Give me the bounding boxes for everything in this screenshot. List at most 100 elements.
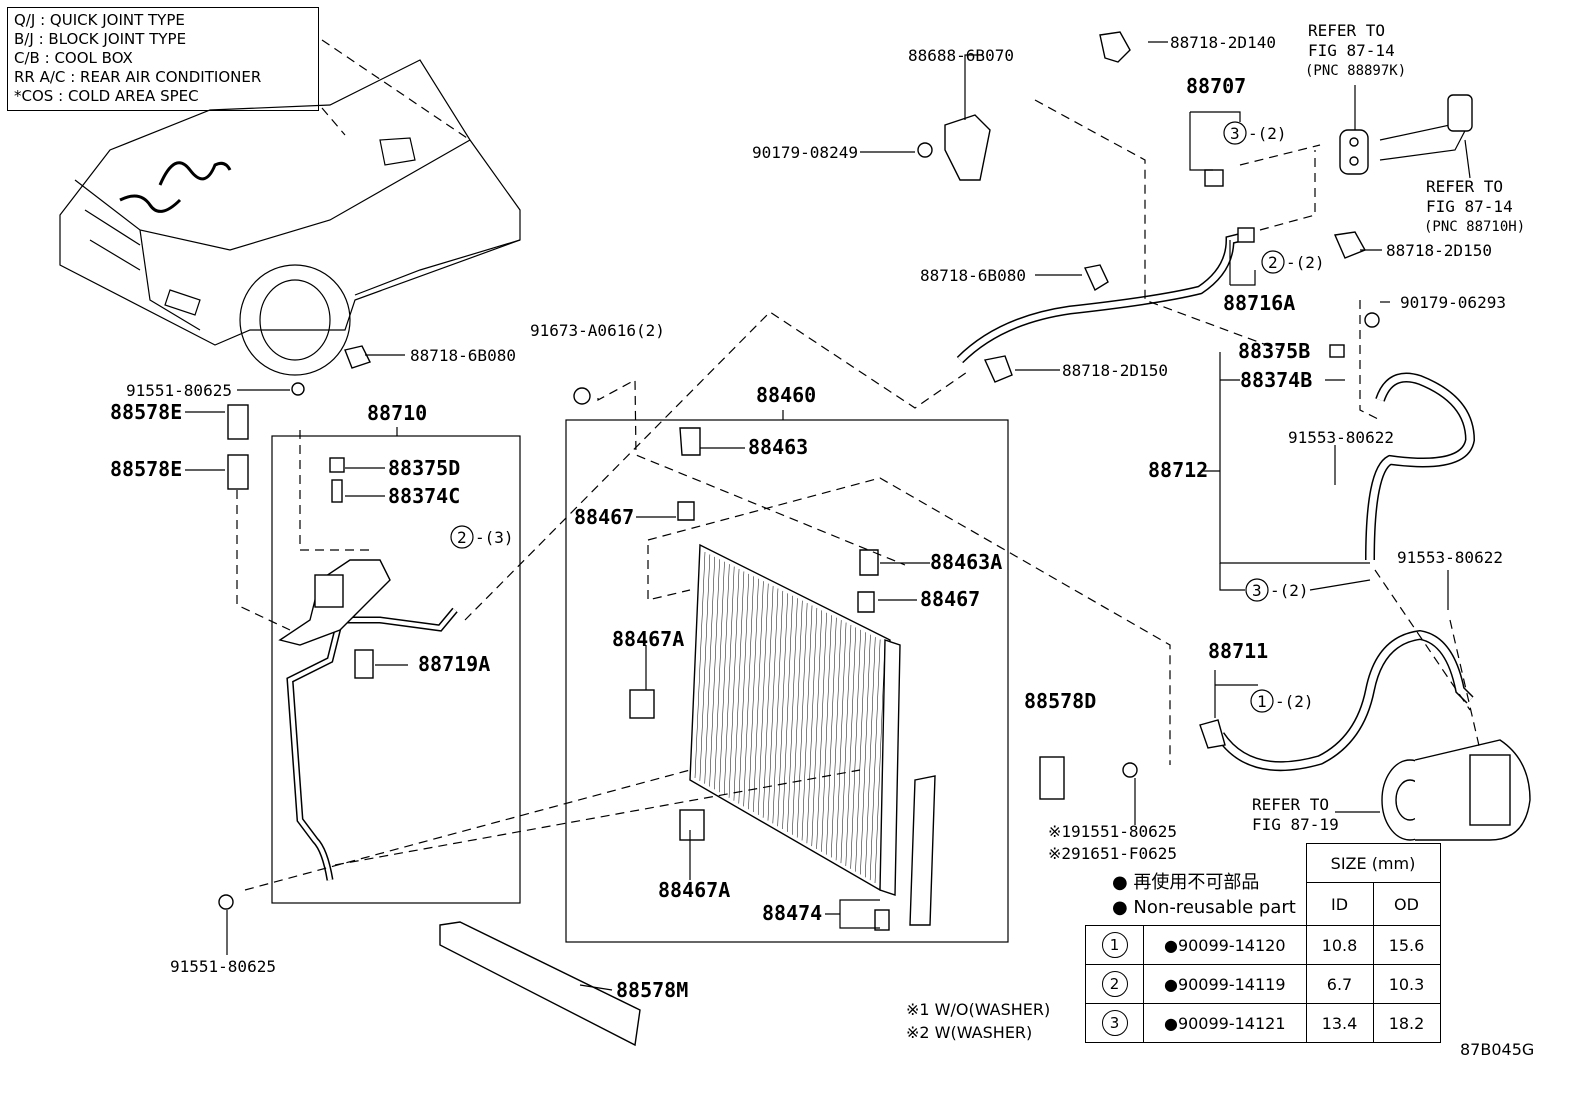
condenser-fin: [806, 607, 818, 844]
abbreviation-legend: Q/J : QUICK JOINT TYPE B/J : BLOCK JOINT…: [7, 7, 319, 111]
label-88718-2d140: 88718-2D140: [1170, 33, 1276, 52]
condenser-fin: [874, 641, 886, 884]
condenser-fin: [860, 634, 871, 875]
condenser-fin: [694, 551, 706, 779]
svg-text:-(2): -(2): [1248, 124, 1287, 143]
figure-code: 87B045G: [1460, 1040, 1534, 1059]
legend-row: RR A/C : REAR AIR CONDITIONER: [14, 68, 262, 86]
part-number: ●90099-14121: [1143, 1003, 1307, 1043]
label-88375B: 88375B: [1238, 339, 1310, 363]
label-88718-6b080: 88718-6B080: [920, 266, 1026, 285]
note-english: ● Non-reusable part: [1112, 897, 1296, 918]
condenser-fin: [757, 583, 769, 815]
label-fig: FIG 87-14: [1426, 197, 1513, 216]
table-row: 3 ●90099-14121 13.4 18.2: [1085, 1003, 1441, 1043]
condenser-fin: [865, 637, 876, 878]
hose-88711: [1199, 629, 1474, 772]
condenser-fin: [719, 564, 730, 793]
condenser-fin: [762, 586, 774, 818]
condenser-fin: [723, 566, 735, 796]
label-90179-08249: 90179-08249: [752, 143, 858, 162]
condenser-fin: [714, 561, 725, 790]
svg-text:2: 2: [1268, 253, 1278, 272]
size-od: 18.2: [1372, 1003, 1441, 1043]
label-88578E: 88578E: [110, 400, 182, 424]
label-88711: 88711: [1208, 639, 1268, 663]
hose-88716A: [956, 227, 1255, 364]
guide-lines: [236, 99, 1481, 891]
legend-row: B/J : BLOCK JOINT TYPE: [14, 30, 187, 48]
condenser-fin: [728, 569, 740, 798]
table-row: 2 ●90099-14119 6.7 10.3: [1085, 964, 1441, 1004]
ref-number: 3: [1101, 1010, 1128, 1036]
size-id: 10.8: [1305, 925, 1374, 965]
label-88474: 88474: [762, 901, 822, 925]
label-wo-washer: ※1 W/O(WASHER): [906, 1000, 1050, 1019]
label-w-washer: ※2 W(WASHER): [906, 1023, 1032, 1042]
label-91673: 91673-A0616(2): [530, 321, 665, 340]
label-88710: 88710: [367, 401, 427, 425]
size-od: 10.3: [1372, 964, 1441, 1004]
bracket-88688: [917, 114, 991, 181]
col-id: ID: [1305, 882, 1374, 926]
label-88467: 88467: [920, 587, 980, 611]
box-88460: [565, 419, 1009, 943]
label-88707: 88707: [1186, 74, 1246, 98]
condenser-fin: [850, 629, 861, 869]
col-od: OD: [1372, 882, 1441, 926]
block-joint-88897K: [1339, 94, 1473, 175]
size-id: 13.4: [1305, 1003, 1374, 1043]
condenser-fin: [869, 639, 881, 881]
label-88374C: 88374C: [388, 484, 460, 508]
svg-text:2: 2: [457, 528, 467, 547]
condenser-fin: [767, 588, 779, 821]
label-note2: ※291651-F0625: [1048, 844, 1177, 863]
condenser-fin: [796, 603, 808, 838]
label-88467A: 88467A: [658, 878, 730, 902]
label-fig: FIG 87-19: [1252, 815, 1339, 834]
condenser-fin: [845, 627, 857, 866]
label-88463: 88463: [748, 435, 808, 459]
label-88716A: 88716A: [1223, 291, 1295, 315]
svg-text:-(3): -(3): [475, 528, 514, 547]
hose-88712: [1329, 312, 1476, 561]
label-88712: 88712: [1148, 458, 1208, 482]
non-reusable-note: ● 再使用不可部品 ● Non-reusable part: [1112, 870, 1296, 920]
note-japanese: ● 再使用不可部品: [1112, 872, 1260, 893]
condenser-fin: [777, 593, 788, 827]
svg-text:1: 1: [1257, 692, 1267, 711]
hose-88707: [1030, 140, 1224, 252]
condenser-fin: [699, 554, 711, 781]
size-table: SIZE (mm) ID OD 1 ●90099-14120 10.8 15.6…: [1085, 843, 1441, 1043]
label-91551-80625: 91551-80625: [126, 381, 232, 400]
label-88467: 88467: [574, 505, 634, 529]
condenser-fin: [753, 581, 764, 813]
condenser-fin: [801, 605, 813, 841]
condenser: [573, 387, 936, 931]
svg-text:3: 3: [1230, 124, 1240, 143]
svg-text:3: 3: [1252, 581, 1262, 600]
condenser-fin: [821, 615, 832, 852]
svg-text:-(2): -(2): [1275, 692, 1314, 711]
label-88718-6b080: 88718-6B080: [410, 346, 516, 365]
ref-number: 2: [1101, 971, 1128, 997]
label-91553-80622: 91553-80622: [1397, 548, 1503, 567]
condenser-fin: [816, 612, 827, 849]
condenser-fin: [811, 610, 823, 847]
label-91551-80625: 91551-80625: [170, 957, 276, 976]
condenser-fin: [840, 624, 852, 864]
label-88719A: 88719A: [418, 652, 490, 676]
label-88463A: 88463A: [930, 550, 1002, 574]
ref-circles: 3-(2) 2-(2) 2-(3) 3-(2) 1-(2): [450, 121, 1325, 713]
part-number: ●90099-14119: [1143, 964, 1307, 1004]
part-number: ●90099-14120: [1143, 925, 1307, 965]
leader-lines: [185, 41, 1471, 991]
label-88467A: 88467A: [612, 627, 684, 651]
label-note1: ※191551-80625: [1048, 822, 1177, 841]
table-row: 1 ●90099-14120 10.8 15.6: [1085, 925, 1441, 965]
condenser-fin: [835, 622, 847, 861]
vehicle-sketch: [59, 59, 521, 376]
label-90179-06293: 90179-06293: [1400, 293, 1506, 312]
clamp-top: [344, 31, 1366, 383]
